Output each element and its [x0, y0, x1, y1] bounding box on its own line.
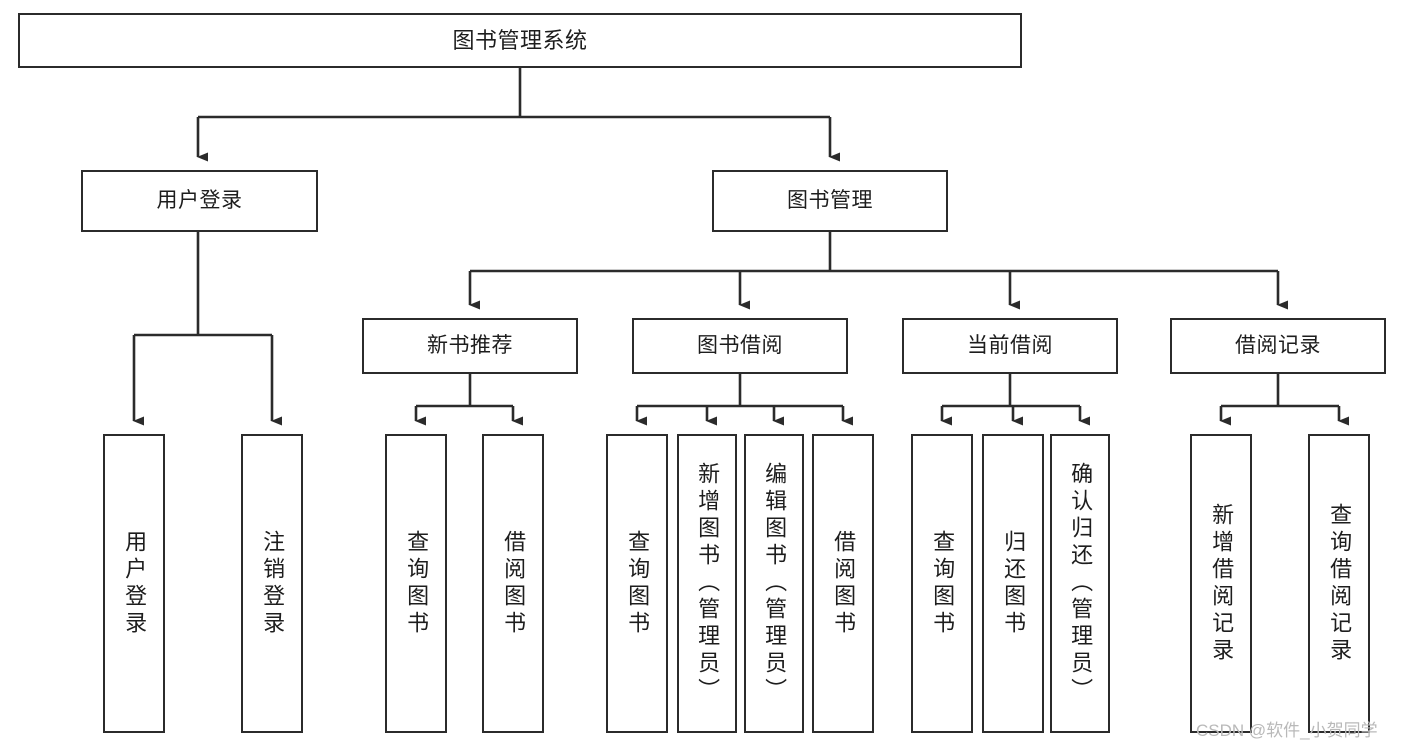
node-label: 确认归还（管理员） — [1068, 462, 1094, 705]
node-label: 图书管理系统 — [452, 27, 588, 53]
node-leaf-11[interactable]: 新增借阅记录 — [1190, 434, 1252, 733]
node-branch-2[interactable]: 新书推荐 — [362, 318, 578, 374]
node-leaf-9[interactable]: 归还图书 — [982, 434, 1044, 733]
node-leaf-5[interactable]: 新增图书（管理员） — [677, 434, 737, 733]
node-label: 查询图书 — [404, 529, 430, 638]
node-leaf-6[interactable]: 编辑图书（管理员） — [744, 434, 804, 733]
node-label: 查询图书 — [930, 529, 956, 638]
node-leaf-8[interactable]: 查询图书 — [911, 434, 973, 733]
node-label: 注销登录 — [260, 529, 286, 638]
node-branch-3[interactable]: 图书借阅 — [632, 318, 848, 374]
node-branch-0[interactable]: 用户登录 — [81, 170, 318, 232]
node-leaf-2[interactable]: 查询图书 — [385, 434, 447, 733]
node-label: 用户登录 — [122, 529, 148, 638]
node-branch-5[interactable]: 借阅记录 — [1170, 318, 1386, 374]
node-label: 新增借阅记录 — [1209, 502, 1235, 665]
node-leaf-3[interactable]: 借阅图书 — [482, 434, 544, 733]
node-label: 编辑图书（管理员） — [762, 462, 788, 705]
node-label: 新书推荐 — [427, 333, 513, 357]
node-label: 借阅图书 — [831, 529, 857, 638]
node-label: 归还图书 — [1001, 529, 1027, 638]
node-label: 图书管理 — [787, 188, 873, 212]
node-label: 用户登录 — [156, 188, 243, 212]
node-leaf-12[interactable]: 查询借阅记录 — [1308, 434, 1370, 733]
node-label: 借阅记录 — [1235, 333, 1321, 357]
node-label: 查询借阅记录 — [1327, 502, 1353, 665]
node-leaf-0[interactable]: 用户登录 — [103, 434, 165, 733]
node-branch-1[interactable]: 图书管理 — [712, 170, 948, 232]
node-branch-4[interactable]: 当前借阅 — [902, 318, 1118, 374]
node-leaf-10[interactable]: 确认归还（管理员） — [1050, 434, 1110, 733]
node-leaf-7[interactable]: 借阅图书 — [812, 434, 874, 733]
node-label: 新增图书（管理员） — [695, 462, 721, 705]
node-label: 查询图书 — [625, 529, 651, 638]
node-label: 当前借阅 — [967, 333, 1053, 357]
node-label: 借阅图书 — [501, 529, 527, 638]
node-leaf-1[interactable]: 注销登录 — [241, 434, 303, 733]
node-root-title[interactable]: 图书管理系统 — [18, 13, 1022, 68]
csdn-watermark: CSDN @软件_小贺同学 — [1196, 721, 1378, 740]
node-leaf-4[interactable]: 查询图书 — [606, 434, 668, 733]
node-label: 图书借阅 — [697, 333, 783, 357]
